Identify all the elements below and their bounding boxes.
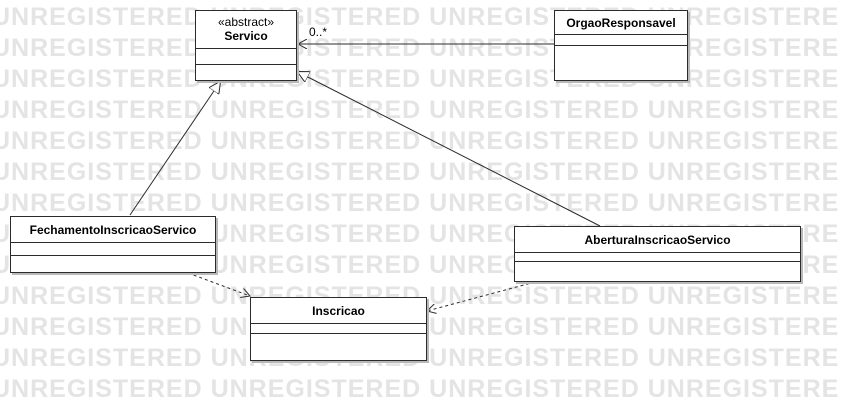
class-name-compartment: OrgaoResponsavel (555, 11, 687, 35)
class-inscricao[interactable]: Inscricao (250, 297, 427, 361)
association-multiplicity-label: 0..* (309, 25, 328, 39)
class-name-compartment: «abstract» Servico (196, 11, 296, 49)
generalization-fechamento-to-servico (129, 82, 220, 216)
attributes-compartment (11, 243, 215, 256)
dependency-abertura-to-inscricao (427, 281, 536, 311)
class-orgao-responsavel[interactable]: OrgaoResponsavel (554, 10, 688, 81)
class-name-compartment: FechamentoInscricaoServico (11, 217, 215, 243)
abstract-stereotype: «abstract» (217, 15, 275, 29)
class-fechamento-inscricao-servico[interactable]: FechamentoInscricaoServico (10, 216, 216, 273)
class-name: OrgaoResponsavel (566, 15, 676, 30)
class-name-compartment: Inscricao (251, 298, 426, 324)
attributes-compartment (251, 324, 426, 334)
class-name: Inscricao (312, 303, 365, 318)
class-servico[interactable]: «abstract» Servico (195, 10, 297, 81)
attributes-compartment (515, 253, 800, 262)
generalization-abertura-to-servico (298, 72, 601, 227)
class-name: AberturaInscricaoServico (584, 232, 731, 247)
attributes-compartment (555, 35, 687, 46)
attributes-compartment (196, 49, 296, 65)
class-name: Servico (224, 29, 268, 43)
class-name-compartment: AberturaInscricaoServico (515, 227, 800, 253)
class-name: FechamentoInscricaoServico (29, 222, 197, 237)
class-abertura-inscricao-servico[interactable]: AberturaInscricaoServico (514, 226, 801, 282)
dependency-fechamento-to-inscricao (187, 272, 250, 296)
